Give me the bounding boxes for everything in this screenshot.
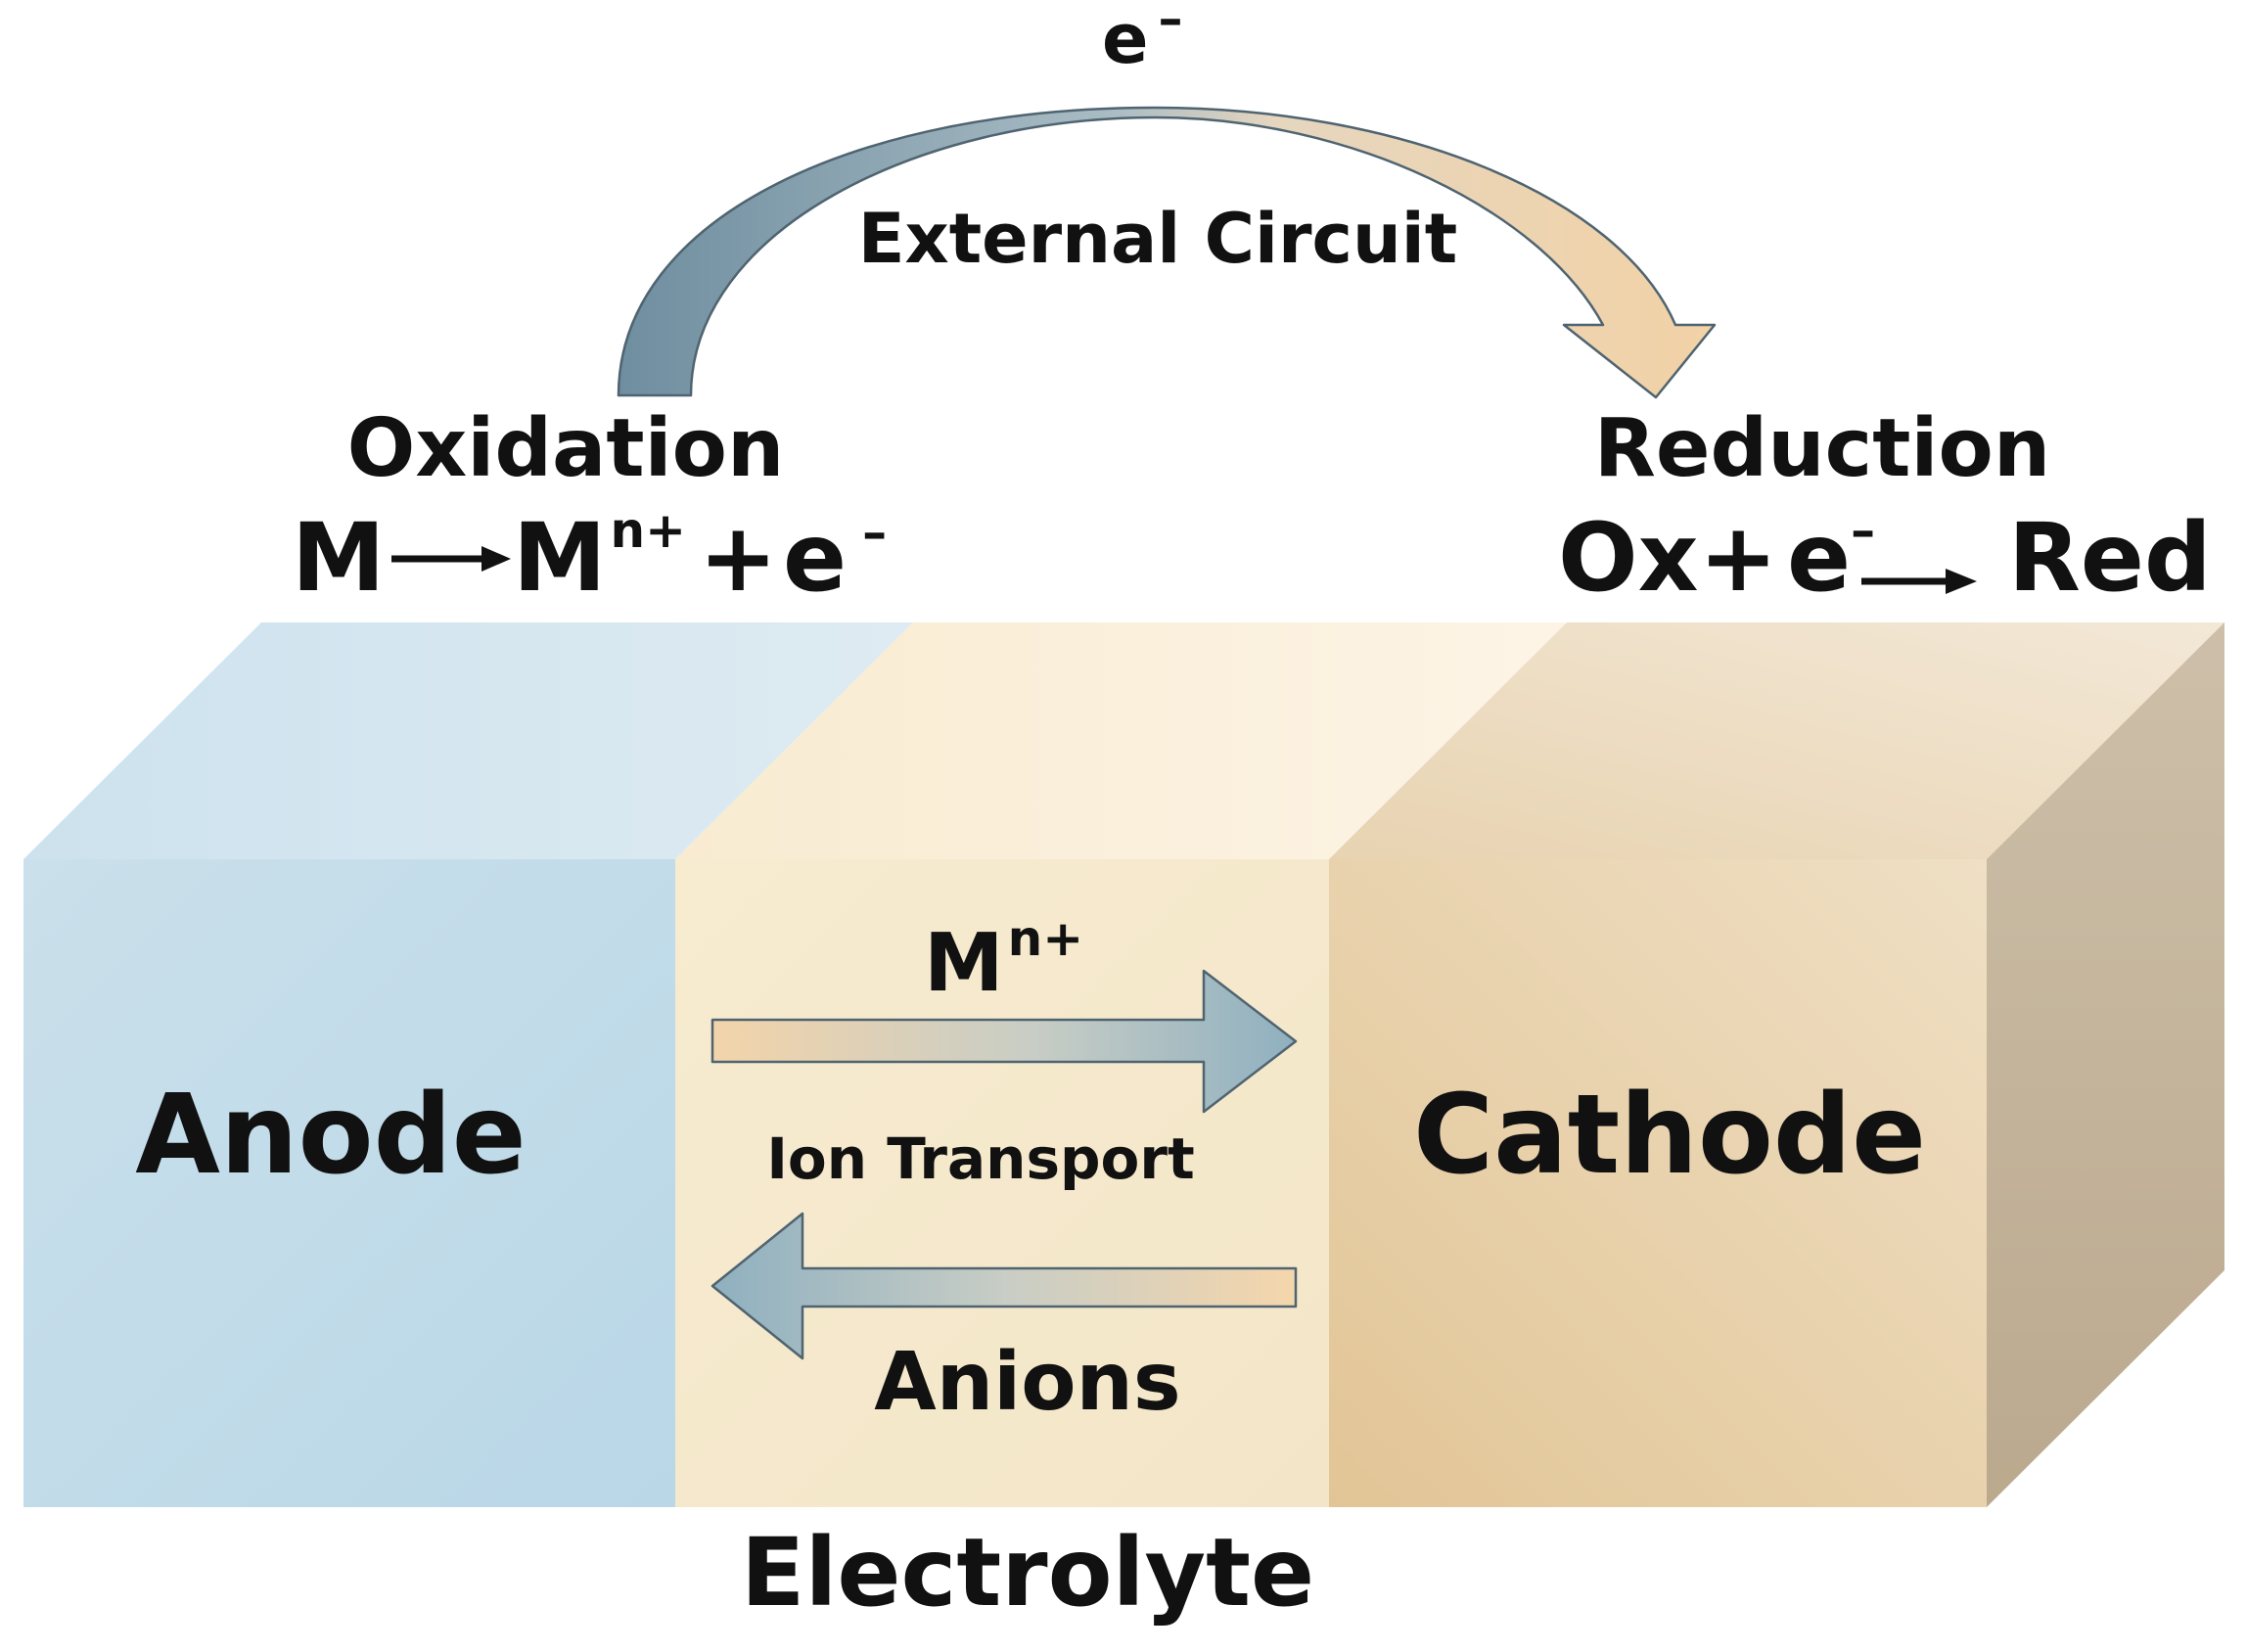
external-circuit-arrow [617, 106, 1717, 399]
anions-label: Anions [874, 1336, 1180, 1429]
oxidation-title: Oxidation [347, 402, 785, 495]
cell-block [23, 622, 2224, 1507]
oxidation-product: Mn+ [513, 502, 686, 613]
electrolyte-block [675, 859, 1329, 1507]
anion-transport-arrow [710, 1212, 1298, 1360]
reduction-product: Red [2008, 503, 2212, 613]
oxidation-electron: e– [783, 503, 887, 613]
cathode-block [1329, 859, 1987, 1507]
oxidation-reaction-arrow [391, 546, 511, 572]
reduction-electron: e– [1787, 502, 1875, 613]
external-circuit-label: External Circuit [858, 199, 1458, 279]
cathode-top-face [1329, 622, 2224, 859]
cathode-label: Cathode [1413, 1072, 1926, 1199]
oxidation-reactant: M [292, 503, 386, 613]
cation-transport-arrow [710, 969, 1298, 1114]
electrolyte-label: Electrolyte [741, 1518, 1314, 1628]
cation-label: Mn+ [924, 910, 1083, 1010]
anode-block [23, 859, 675, 1507]
cathode-side-face [1987, 622, 2224, 1507]
electrolyte-top-face [675, 622, 1567, 859]
reduction-reaction-arrow [1861, 569, 1977, 594]
anode-label: Anode [135, 1072, 527, 1199]
reduction-plus: + [1699, 503, 1777, 613]
electron-label: e– [1102, 0, 1182, 79]
reduction-title: Reduction [1594, 402, 2050, 495]
ion-transport-label: Ion Transport [766, 1125, 1194, 1192]
oxidation-equation: M Mn+ + e– [292, 502, 887, 613]
reduction-reactant: Ox [1558, 503, 1699, 613]
reduction-equation: Ox + e– Red [1558, 502, 2212, 613]
anode-top-face [23, 622, 913, 859]
oxidation-plus: + [699, 503, 777, 613]
